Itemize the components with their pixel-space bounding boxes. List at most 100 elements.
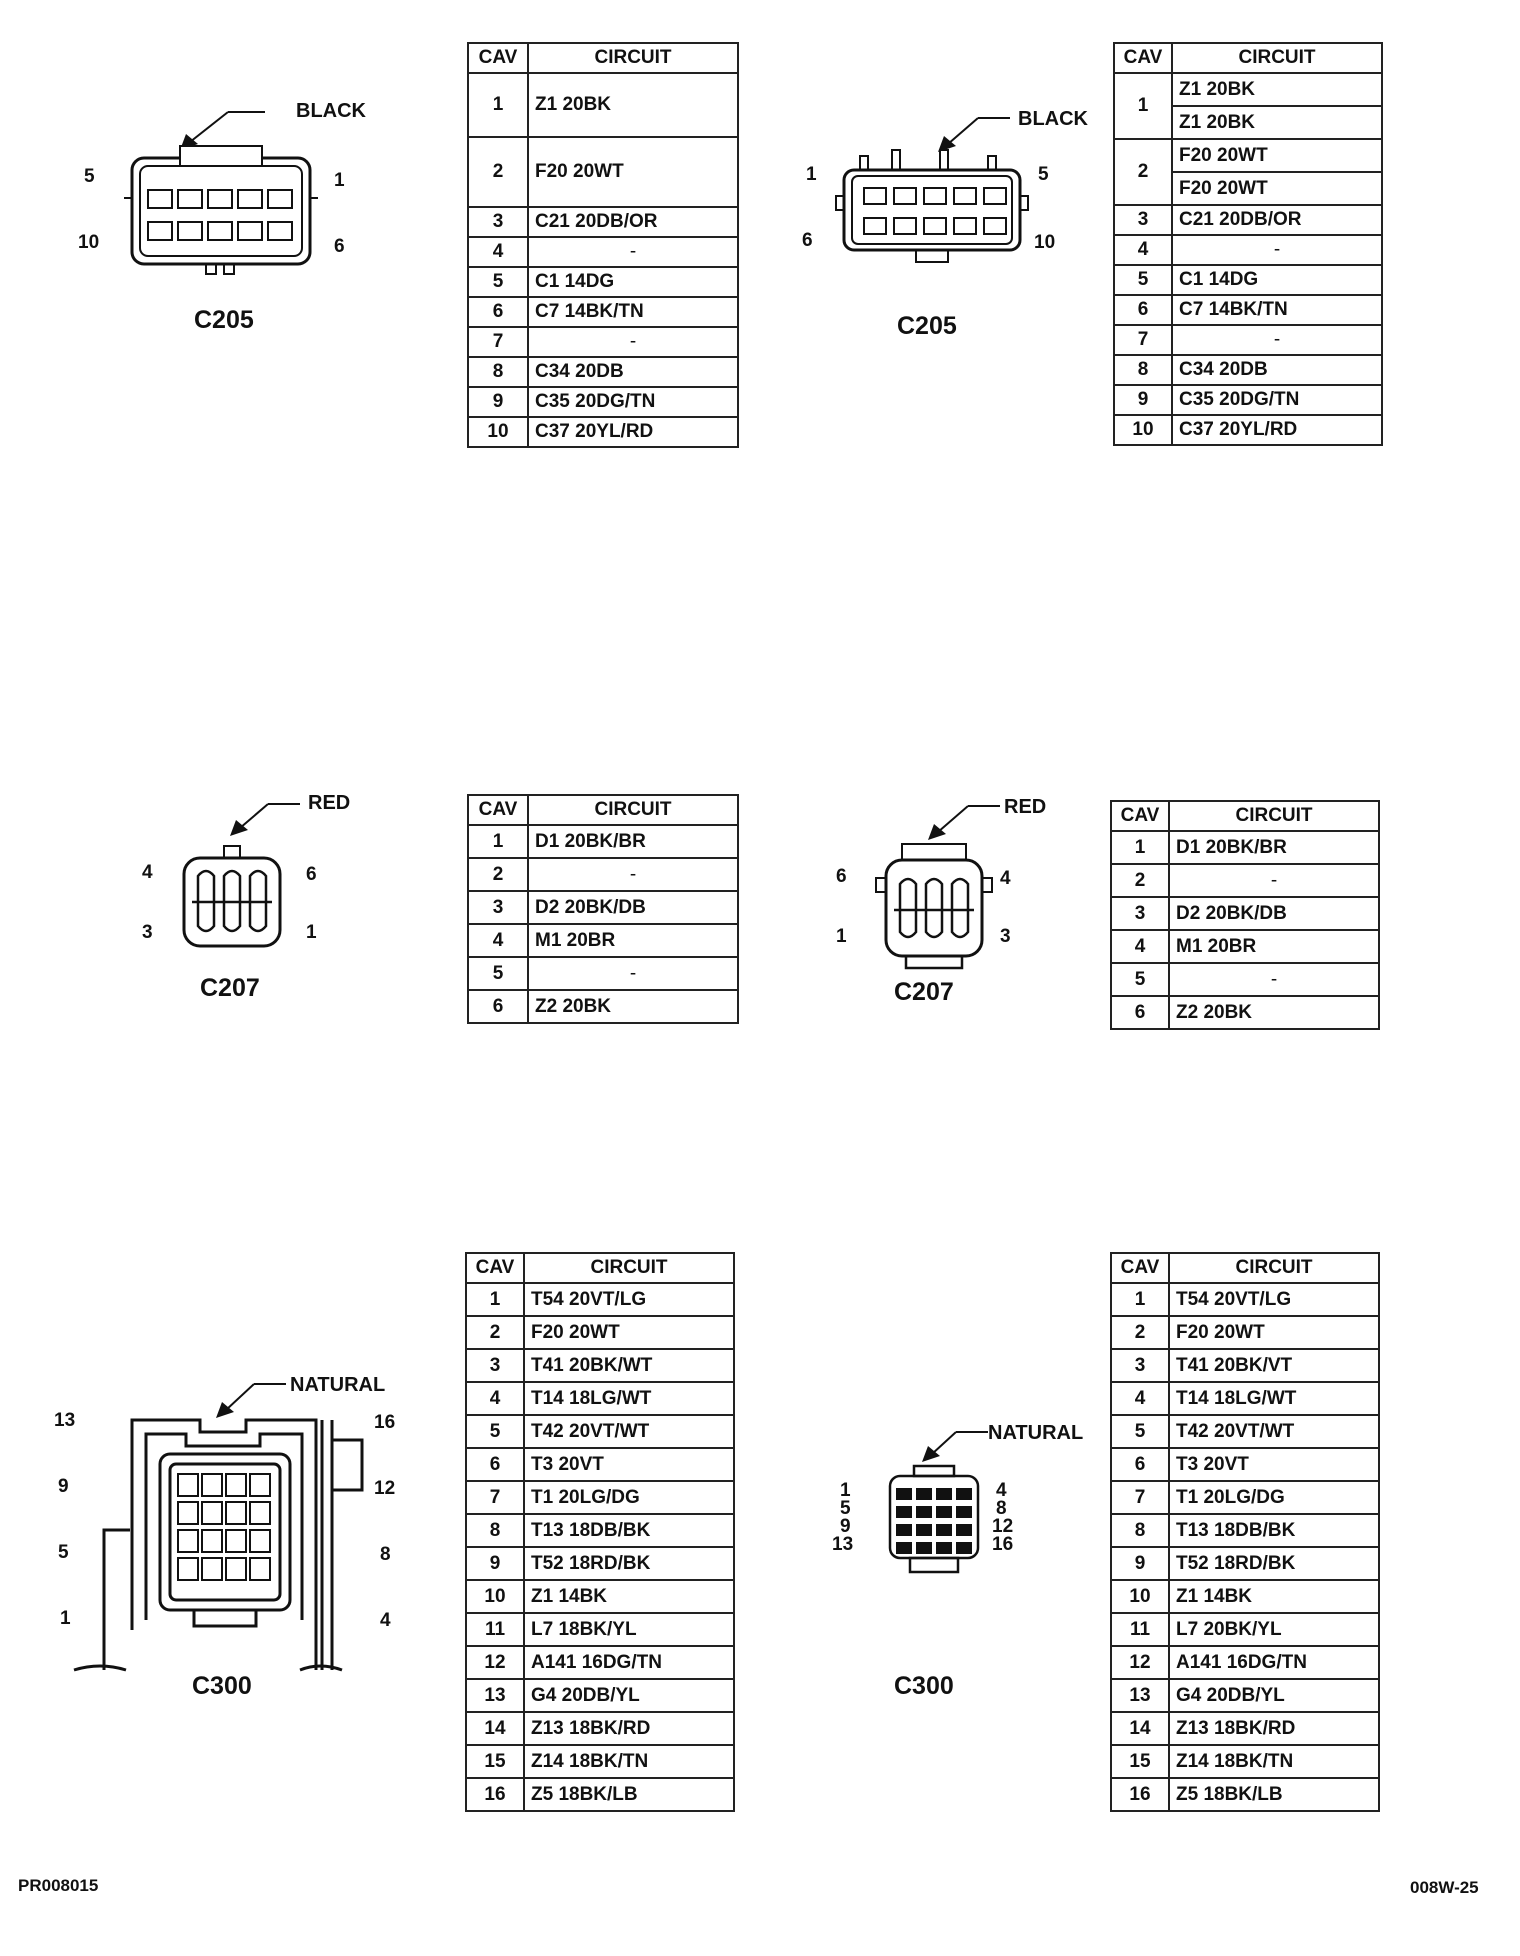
cav-cell: 7 bbox=[467, 326, 529, 358]
cav-column-header: CAV bbox=[467, 794, 529, 826]
c300-right-pin-label: 1 bbox=[840, 1480, 851, 1501]
circuit-column-header: CIRCUIT bbox=[1168, 800, 1380, 832]
cav-cell: 12 bbox=[465, 1645, 525, 1680]
c205-right-connector-drawing bbox=[835, 117, 1029, 263]
c300-right-pin-label: 13 bbox=[832, 1534, 854, 1555]
circuit-cell: C34 20DB bbox=[1171, 354, 1383, 386]
circuit-cell: T54 20VT/LG bbox=[523, 1282, 735, 1317]
cav-cell: 14 bbox=[1110, 1711, 1170, 1746]
c300-left-connector-drawing bbox=[73, 1383, 364, 1672]
cav-cell: 8 bbox=[467, 356, 529, 388]
c207-left-connector-name: C207 bbox=[200, 974, 260, 1002]
circuit-cell: T52 18RD/BK bbox=[523, 1546, 735, 1581]
circuit-cell: D1 20BK/BR bbox=[527, 824, 739, 859]
cav-cell: 4 bbox=[1110, 929, 1170, 964]
cav-cell: 1 bbox=[467, 824, 529, 859]
cav-cell: 2 bbox=[1110, 863, 1170, 898]
circuit-cell: L7 20BK/YL bbox=[1168, 1612, 1380, 1647]
circuit-cell: - bbox=[527, 956, 739, 991]
circuit-cell: G4 20DB/YL bbox=[523, 1678, 735, 1713]
circuit-cell: F20 20WT bbox=[1171, 171, 1383, 206]
cav-cell: 9 bbox=[465, 1546, 525, 1581]
cav-cell: 14 bbox=[465, 1711, 525, 1746]
circuit-cell: - bbox=[527, 236, 739, 268]
c207-left-pin-label: 6 bbox=[306, 864, 317, 885]
c300-left-pin-label: 4 bbox=[380, 1610, 391, 1631]
c300-right-connector-name: C300 bbox=[894, 1672, 954, 1700]
c207-left-pin-label: 1 bbox=[306, 922, 317, 943]
cav-cell: 13 bbox=[465, 1678, 525, 1713]
c207-right-pin-label: 3 bbox=[1000, 926, 1011, 947]
circuit-cell: T3 20VT bbox=[523, 1447, 735, 1482]
circuit-cell: T41 20BK/WT bbox=[523, 1348, 735, 1383]
circuit-cell: Z13 18BK/RD bbox=[1168, 1711, 1380, 1746]
circuit-cell: A141 16DG/TN bbox=[523, 1645, 735, 1680]
cav-cell: 3 bbox=[467, 206, 529, 238]
cav-cell: 1 bbox=[1113, 72, 1173, 140]
cav-cell: 6 bbox=[1110, 995, 1170, 1030]
circuit-cell: T3 20VT bbox=[1168, 1447, 1380, 1482]
circuit-cell: Z1 14BK bbox=[1168, 1579, 1380, 1614]
circuit-cell: C37 20YL/RD bbox=[527, 416, 739, 448]
circuit-column-header: CIRCUIT bbox=[527, 794, 739, 826]
c300-left-pin-label: 1 bbox=[60, 1608, 71, 1629]
circuit-cell: - bbox=[1171, 234, 1383, 266]
circuit-cell: Z1 14BK bbox=[523, 1579, 735, 1614]
cav-cell: 10 bbox=[1110, 1579, 1170, 1614]
cav-cell: 6 bbox=[467, 296, 529, 328]
cav-cell: 7 bbox=[1113, 324, 1173, 356]
circuit-column-header: CIRCUIT bbox=[523, 1252, 735, 1284]
c300-right-pin-label: 12 bbox=[992, 1516, 1014, 1537]
cav-cell: 2 bbox=[465, 1315, 525, 1350]
circuit-column-header: CIRCUIT bbox=[527, 42, 739, 74]
circuit-cell: T52 18RD/BK bbox=[1168, 1546, 1380, 1581]
cav-column-header: CAV bbox=[1110, 1252, 1170, 1284]
circuit-cell: Z1 20BK bbox=[527, 72, 739, 138]
circuit-cell: M1 20BR bbox=[1168, 929, 1380, 964]
circuit-cell: T42 20VT/WT bbox=[1168, 1414, 1380, 1449]
circuit-cell: T14 18LG/WT bbox=[523, 1381, 735, 1416]
cav-cell: 4 bbox=[465, 1381, 525, 1416]
cav-cell: 8 bbox=[1110, 1513, 1170, 1548]
circuit-cell: C21 20DB/OR bbox=[1171, 204, 1383, 236]
circuit-cell: T1 20LG/DG bbox=[1168, 1480, 1380, 1515]
cav-cell: 10 bbox=[1113, 414, 1173, 446]
c207-right-connector-name: C207 bbox=[894, 978, 954, 1006]
circuit-column-header: CIRCUIT bbox=[1168, 1252, 1380, 1284]
circuit-cell: T54 20VT/LG bbox=[1168, 1282, 1380, 1317]
circuit-cell: Z1 20BK bbox=[1171, 72, 1383, 107]
circuit-cell: F20 20WT bbox=[1171, 138, 1383, 173]
circuit-cell: D1 20BK/BR bbox=[1168, 830, 1380, 865]
cav-cell: 10 bbox=[467, 416, 529, 448]
cav-cell: 2 bbox=[467, 857, 529, 892]
cav-cell: 4 bbox=[1110, 1381, 1170, 1416]
circuit-cell: F20 20WT bbox=[523, 1315, 735, 1350]
c300-left-pin-label: 9 bbox=[58, 1476, 69, 1497]
cav-cell: 9 bbox=[467, 386, 529, 418]
circuit-cell: T41 20BK/VT bbox=[1168, 1348, 1380, 1383]
cav-cell: 5 bbox=[467, 266, 529, 298]
c300-left-connector-name: C300 bbox=[192, 1672, 252, 1700]
cav-cell: 15 bbox=[465, 1744, 525, 1779]
cav-cell: 6 bbox=[1113, 294, 1173, 326]
c300-right-pin-label: 9 bbox=[840, 1516, 851, 1537]
c205-left-pin-label: 5 bbox=[84, 166, 95, 187]
cav-cell: 2 bbox=[1113, 138, 1173, 206]
circuit-cell: Z2 20BK bbox=[1168, 995, 1380, 1030]
cav-cell: 16 bbox=[465, 1777, 525, 1812]
c207-right-pin-label: 1 bbox=[836, 926, 847, 947]
cav-cell: 7 bbox=[1110, 1480, 1170, 1515]
c205-right-pin-label: 5 bbox=[1038, 164, 1049, 185]
c207-right-connector-drawing bbox=[875, 805, 1000, 970]
c300-right-pin-label: 16 bbox=[992, 1534, 1014, 1555]
c205-left-connector-drawing bbox=[124, 111, 318, 275]
c205-right-pin-label: 1 bbox=[806, 164, 817, 185]
circuit-cell: - bbox=[1168, 962, 1380, 997]
c205-right-connector-name: C205 bbox=[897, 312, 957, 340]
circuit-cell: L7 18BK/YL bbox=[523, 1612, 735, 1647]
circuit-cell: T13 18DB/BK bbox=[1168, 1513, 1380, 1548]
